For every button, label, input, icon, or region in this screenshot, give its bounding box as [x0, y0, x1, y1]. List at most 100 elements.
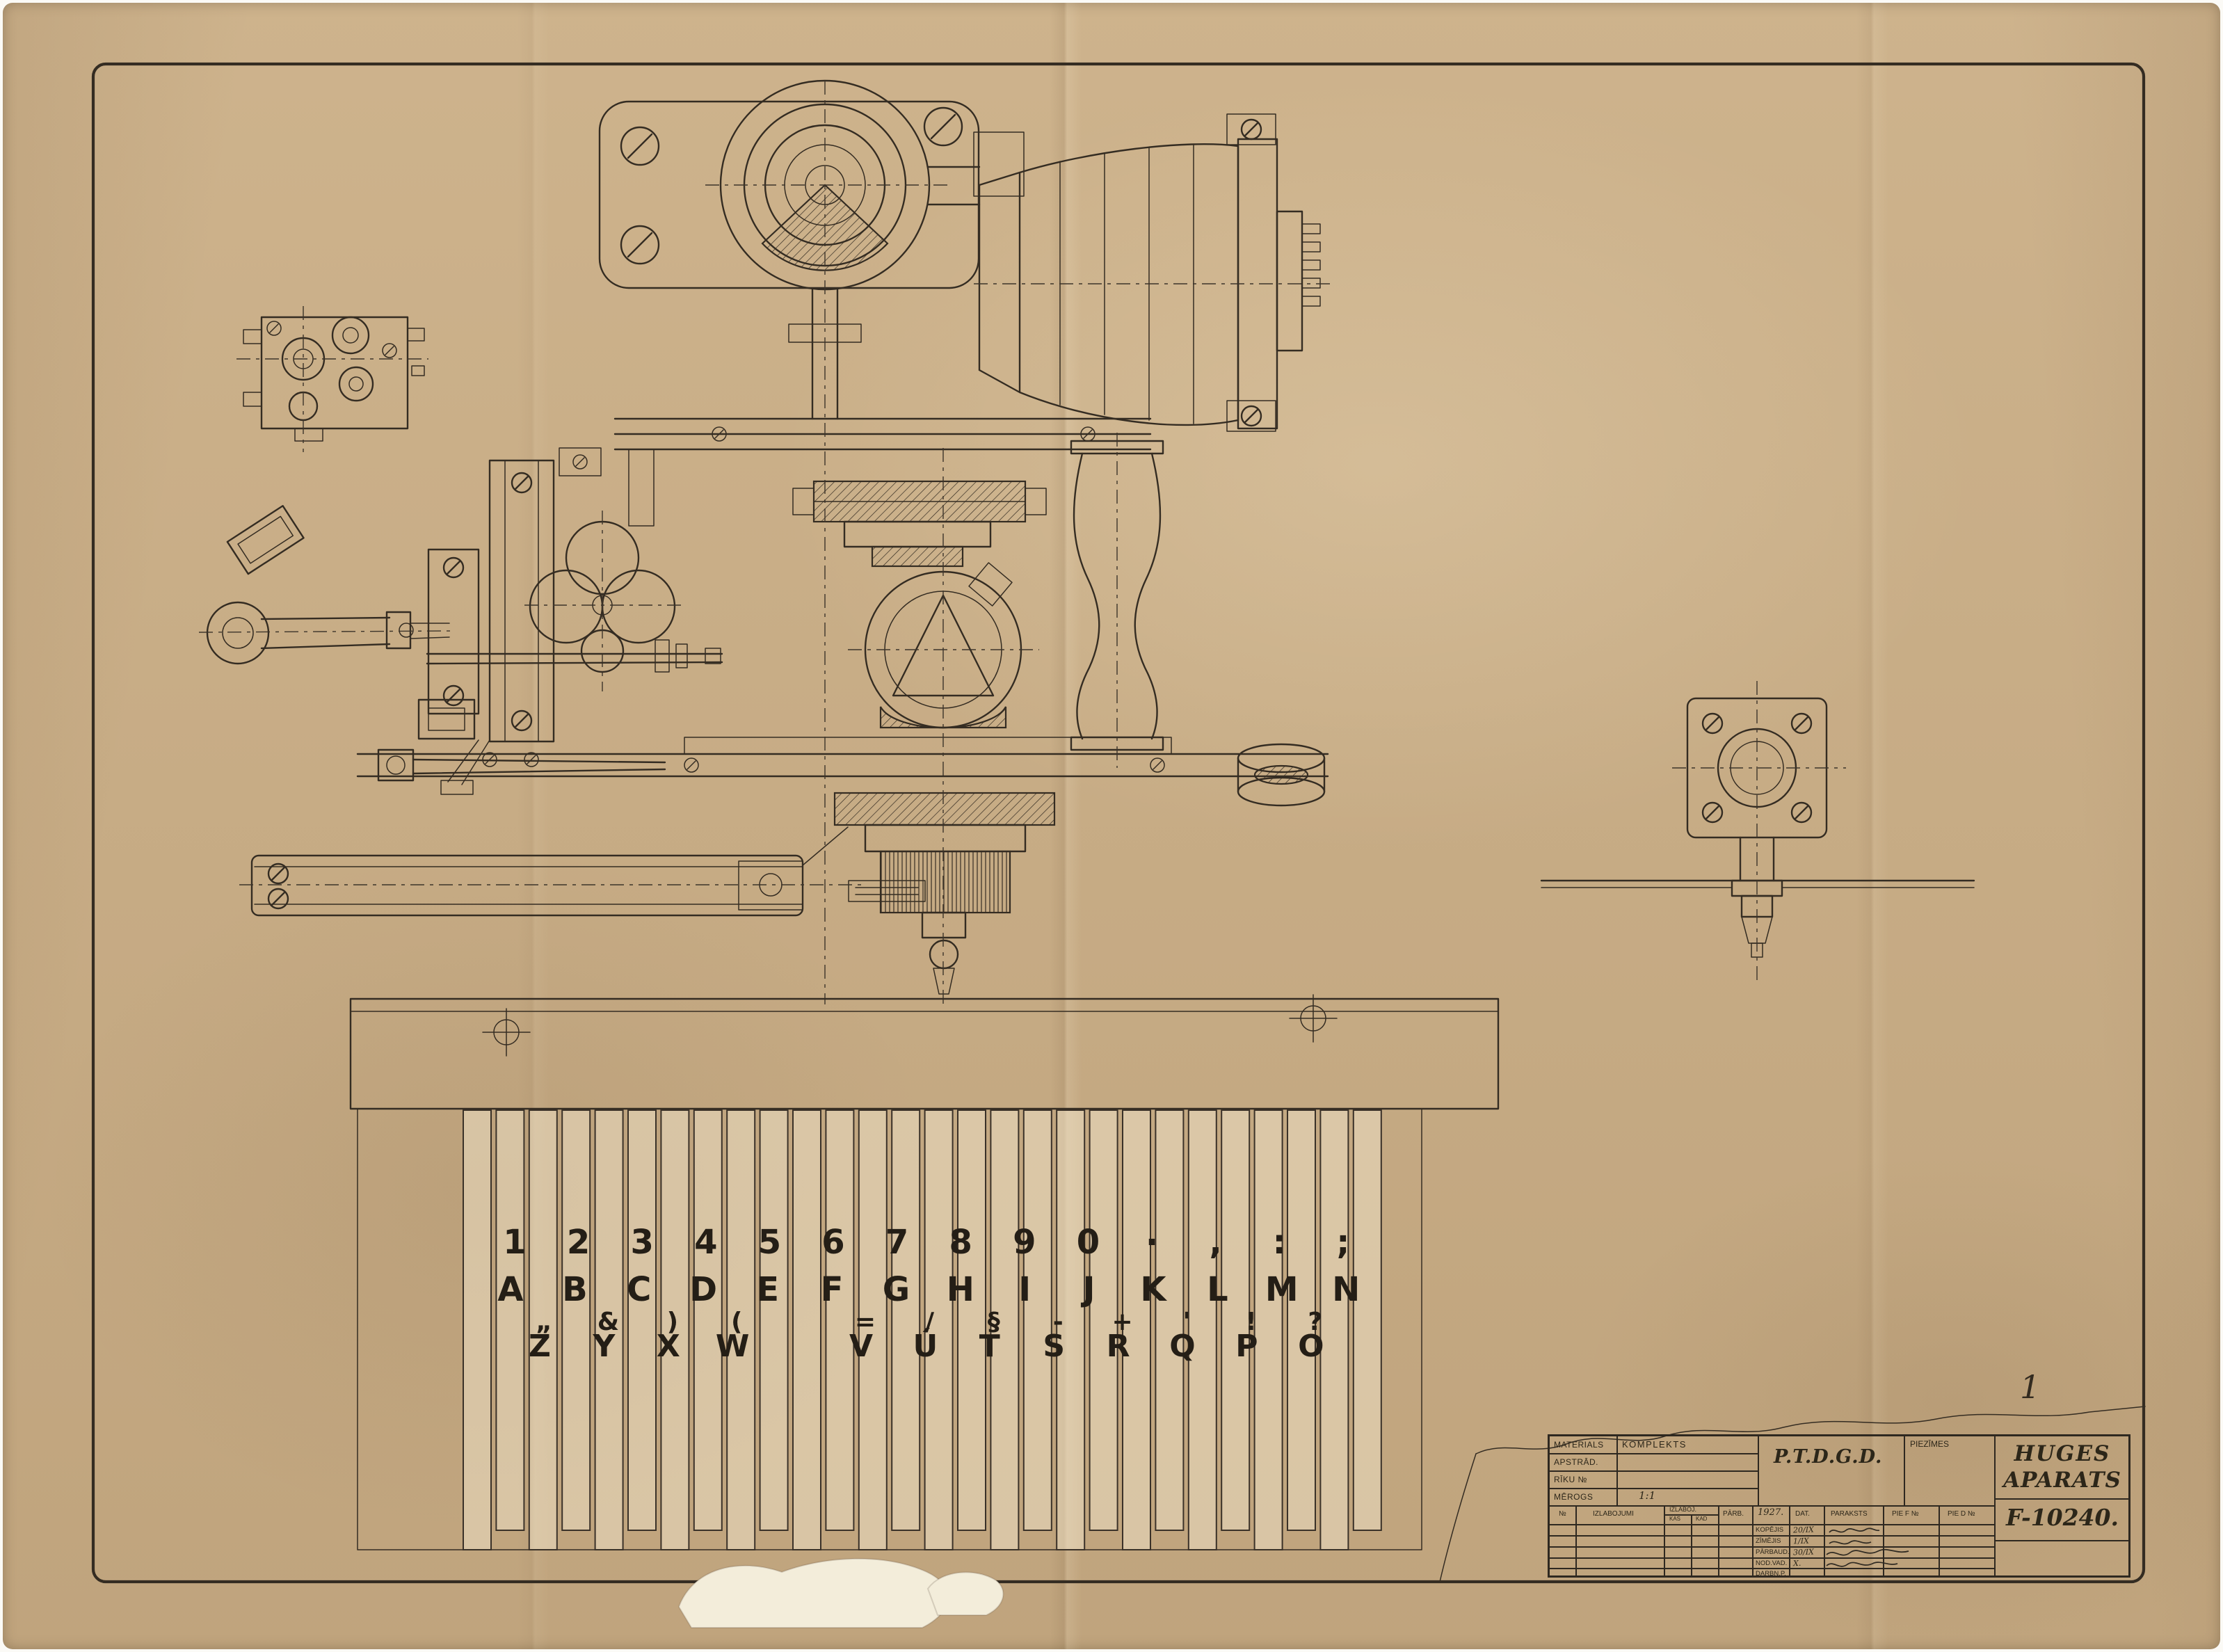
keyboard-char: P: [1235, 1329, 1258, 1364]
keyboard-key-slat: [693, 1109, 723, 1531]
keyboard-char: 2: [567, 1223, 590, 1262]
keyboard-key-slat: [759, 1109, 789, 1531]
row-label-nodvad: NOD.VAD.: [1756, 1559, 1788, 1567]
keyboard-char: ,: [1209, 1223, 1221, 1262]
keyboard-char: F: [821, 1270, 844, 1309]
keyboard-key-slat: [1155, 1109, 1185, 1531]
keyboard-char: &: [597, 1308, 619, 1336]
keyboard-key-slat: [627, 1109, 657, 1531]
drawing-title-line1: HUGES: [2014, 1441, 2111, 1466]
keyboard-char: :: [1273, 1223, 1286, 1262]
keyboard-char: Ú: [913, 1327, 938, 1364]
signature-marks: [1826, 1527, 1909, 1567]
keyboard-char: „: [536, 1308, 552, 1336]
row-date: 1/IX: [1792, 1536, 1810, 1546]
keyboard-key-slat: [528, 1109, 558, 1550]
keyboard-char: +: [1112, 1308, 1133, 1336]
main-assembly-view: [356, 79, 1333, 1004]
row-label-darbnp: DARBN.P.: [1756, 1570, 1786, 1578]
keyboard-key-slat: [726, 1109, 756, 1550]
keyboard-key-slat: [957, 1109, 986, 1531]
torn-spot: [677, 1557, 949, 1628]
col-izlabojumi: IZLABOJUMI: [1593, 1510, 1634, 1518]
keyboard-char: 4: [694, 1223, 717, 1262]
riku-label: RĪKU №: [1554, 1475, 1587, 1484]
keyboard-char: J: [1081, 1270, 1096, 1309]
keyboard-key-slat: [792, 1109, 821, 1550]
keyboard-key-slat: [463, 1109, 492, 1550]
col-kas: KAS: [1669, 1516, 1681, 1522]
keyboard-char: -: [1053, 1308, 1064, 1336]
keyboard-char: ': [1182, 1308, 1190, 1336]
keyboard-key-slat: [891, 1109, 921, 1531]
keyboard-key-slat: [858, 1109, 888, 1550]
left-mechanism-view: [417, 447, 723, 795]
keyboard-char: M: [1265, 1270, 1299, 1309]
col-no: №: [1559, 1510, 1566, 1518]
keyboard-char: 0: [1077, 1223, 1100, 1262]
keyboard-char: K: [1140, 1270, 1167, 1309]
drawing-number: F-10240.: [2006, 1504, 2119, 1531]
keyboard-key-slat: [1352, 1109, 1382, 1531]
torn-spot: [926, 1571, 1004, 1616]
keyboard-char: X: [657, 1329, 680, 1364]
detail-tilted-block: [226, 505, 305, 575]
apstrad-label: APSTRĀD.: [1554, 1457, 1599, 1467]
materials-value: KOMPLEKTS: [1622, 1439, 1687, 1450]
keyboard-char: I: [1018, 1270, 1031, 1309]
keyboard-key-slat: [1187, 1109, 1217, 1550]
keyboard-key-slat: [1253, 1109, 1283, 1550]
keyboard-char: 8: [949, 1223, 972, 1262]
keyboard-char: R: [1107, 1329, 1130, 1364]
keyboard-char: V: [849, 1329, 873, 1364]
keyboard-char: L: [1207, 1270, 1228, 1309]
right-bracket-view: [1540, 681, 1975, 980]
row-date: 30/IX: [1792, 1547, 1815, 1557]
keyboard-char: B: [562, 1270, 588, 1309]
keyboard-char: ?: [1308, 1308, 1322, 1336]
keyboard-key-slat: [1287, 1109, 1316, 1531]
keyboard-char: /: [925, 1308, 935, 1336]
keyboard-key-slat: [594, 1109, 624, 1550]
keyboard-key-slat: [1022, 1109, 1052, 1531]
col-pie-d: PIE D №: [1948, 1510, 1975, 1518]
torn-paper-edge: [1439, 1406, 2146, 1582]
keyboard-key-slat: [660, 1109, 690, 1550]
keyboard-key-slat: [1319, 1109, 1349, 1550]
keyboard-key-slats: [463, 1109, 1382, 1550]
keyboard-char: (: [731, 1308, 742, 1336]
keyboard-char: §: [988, 1308, 1000, 1336]
keyboard-char: G: [883, 1270, 910, 1309]
detail-view-top-left: [236, 306, 428, 452]
col-parb: PĀRB.: [1723, 1510, 1744, 1518]
title-block-grid: [1550, 1436, 2128, 1575]
keyboard-char: H: [947, 1270, 974, 1309]
row-date: 20/IX: [1792, 1525, 1815, 1535]
drawing-title-line2: APARATS: [2003, 1468, 2121, 1493]
keyboard-key-slat: [561, 1109, 591, 1531]
keyboard-char: A: [497, 1270, 523, 1309]
keyboard-char: W: [716, 1329, 750, 1364]
col-year: 1927.: [1758, 1507, 1784, 1518]
detail-bottom-bar: [239, 826, 865, 917]
technical-drawing: 1234567890·,:;ABCDEFGHIJKLMN„&)(=/§-+'!?…: [91, 62, 2146, 1628]
row-date: X.: [1792, 1558, 1801, 1569]
keyboard-char: S: [1043, 1329, 1065, 1364]
keyboard-char: 6: [821, 1223, 844, 1262]
sheet-border: [91, 62, 2146, 1584]
keyboard-char: 9: [1013, 1223, 1036, 1262]
keyboard-char: N: [1332, 1270, 1360, 1309]
organization: P.T.D.G.D.: [1774, 1446, 1883, 1468]
row-label-kopejis: KOPĒJIS: [1756, 1526, 1784, 1534]
piezimes-label: PIEZĪMES: [1910, 1439, 1950, 1449]
keyboard-char: Z: [529, 1329, 551, 1364]
keyboard-char: T: [979, 1329, 1000, 1364]
title-block: MATERIALS KOMPLEKTS APSTRĀD. RĪKU № MĒRO…: [1548, 1434, 2130, 1578]
keyboard-char: E: [756, 1270, 779, 1309]
keyboard-key-slat: [825, 1109, 855, 1531]
merogs-label: MĒROGS: [1554, 1492, 1594, 1502]
keyboard-char: O: [1298, 1329, 1324, 1364]
